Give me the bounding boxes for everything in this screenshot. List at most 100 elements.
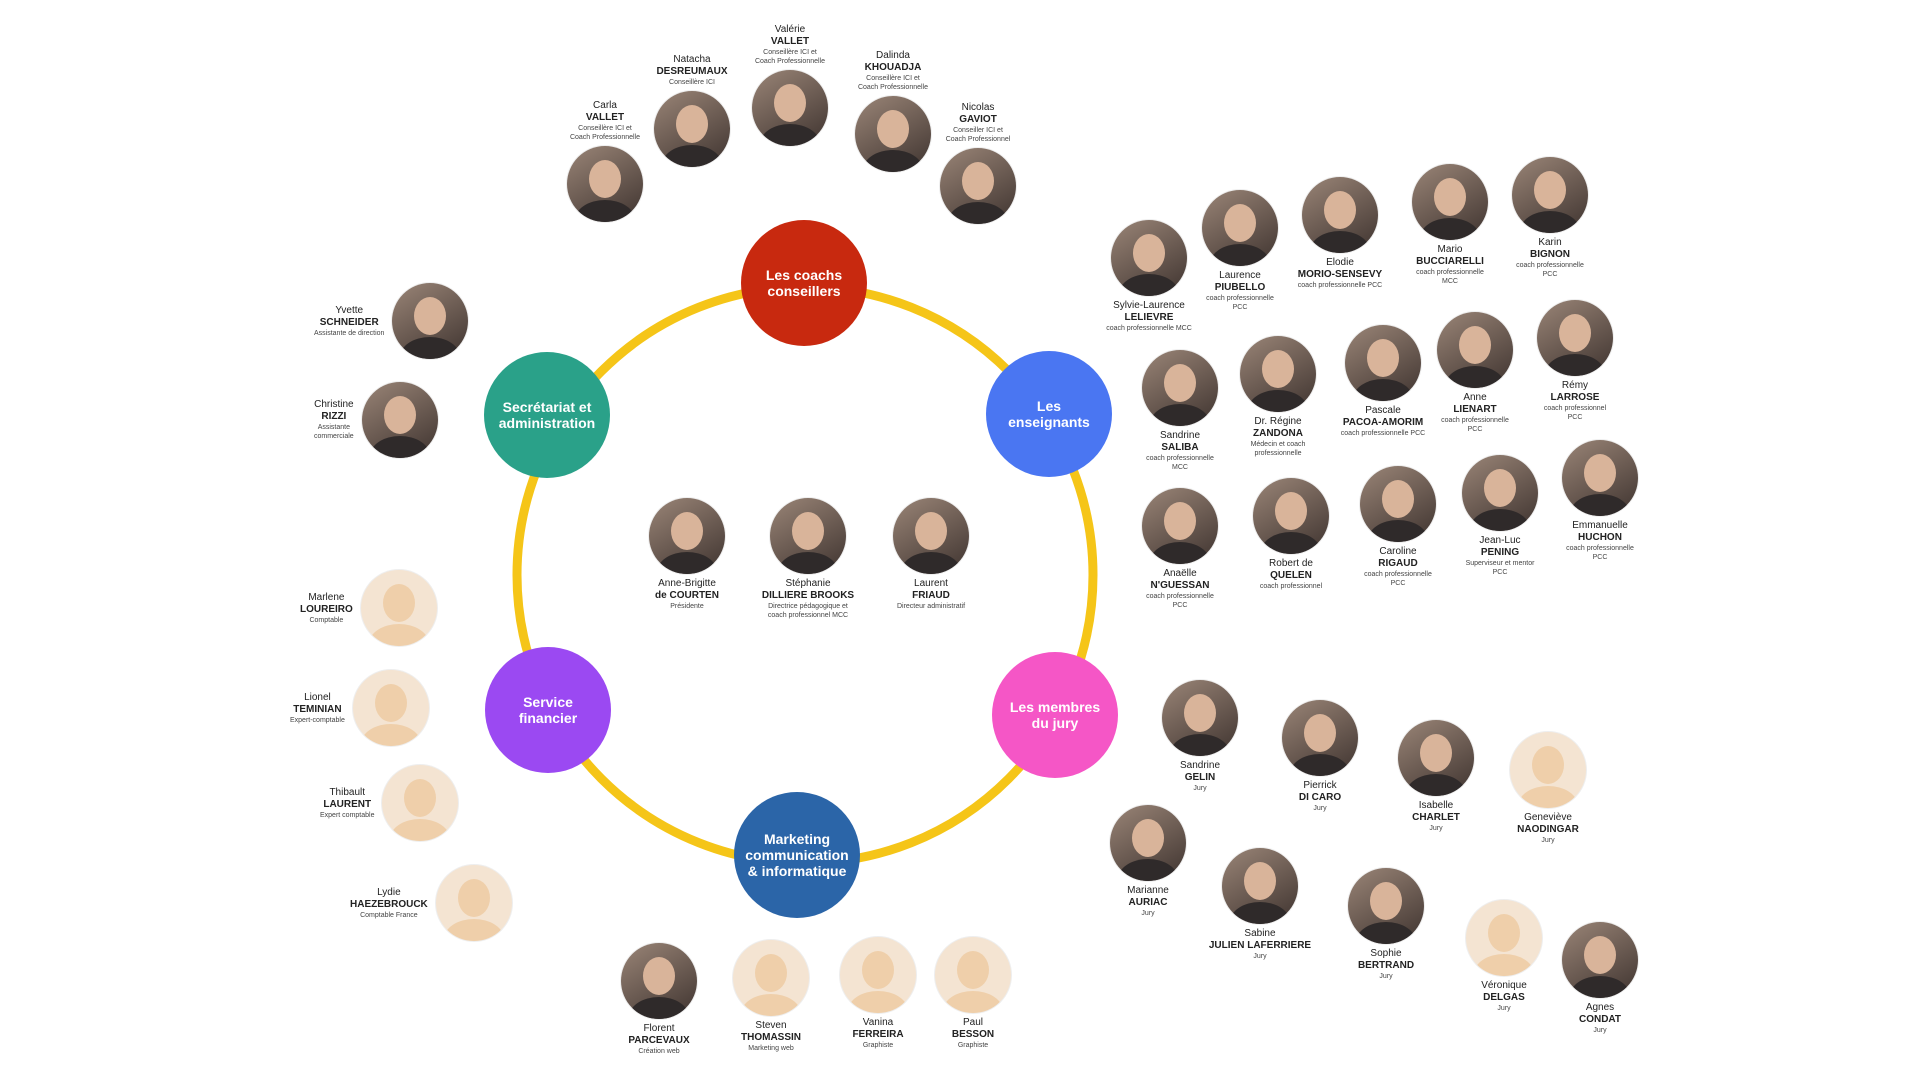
role: Jury — [1379, 973, 1393, 980]
avatar — [1348, 868, 1424, 944]
role: Conseillère ICI et Coach Professionnelle — [569, 125, 641, 141]
role: Conseiller ICI et Coach Professionnel — [945, 127, 1011, 143]
role: coach professionnelle PCC — [1340, 430, 1426, 437]
first-name: Pierrick — [1303, 780, 1337, 791]
last-name: LARROSE — [1550, 392, 1600, 403]
first-name: Sandrine — [1179, 760, 1221, 771]
first-name: Thibault — [329, 786, 366, 798]
last-name: CONDAT — [1578, 1014, 1622, 1025]
first-name: Vanina — [862, 1017, 894, 1028]
group-service-financier: Service financier — [485, 647, 611, 773]
avatar — [1111, 220, 1187, 296]
avatar — [1302, 177, 1378, 253]
role: coach professionnelle PCC — [1206, 295, 1274, 311]
last-name: AURIAC — [1128, 897, 1168, 908]
avatar — [1240, 336, 1316, 412]
avatar — [1398, 720, 1474, 796]
last-name: DELGAS — [1483, 992, 1525, 1003]
last-name: HAEZEBROUCK — [350, 898, 428, 910]
avatar — [382, 765, 459, 841]
avatar — [654, 91, 730, 167]
role: Jury — [1593, 1027, 1607, 1034]
role: coach professionnelle PCC — [1566, 545, 1634, 561]
avatar — [935, 937, 1011, 1013]
avatar — [649, 498, 725, 574]
avatar — [770, 498, 846, 574]
group-coachs-conseillers: Les coachs conseillers — [741, 220, 867, 346]
avatar — [855, 96, 931, 172]
role: Jury — [1141, 910, 1155, 917]
first-name: Karin — [1538, 237, 1562, 248]
role: coach professionnelle PCC — [1441, 417, 1509, 433]
last-name: de COURTEN — [655, 590, 719, 601]
avatar — [1537, 300, 1613, 376]
group-marketing-label: Marketing communication & informatique — [745, 830, 849, 880]
first-name: Carla — [593, 100, 617, 111]
avatar — [352, 670, 429, 746]
avatar — [1202, 190, 1278, 266]
last-name: RIGAUD — [1378, 558, 1418, 569]
last-name: GAVIOT — [959, 114, 997, 125]
avatar — [1466, 900, 1542, 976]
first-name: Isabelle — [1418, 800, 1454, 811]
role: Présidente — [670, 603, 704, 610]
role: Jury — [1313, 805, 1327, 812]
last-name: PIUBELLO — [1214, 282, 1266, 293]
last-name: VALLET — [585, 112, 625, 123]
last-name: LOUREIRO — [300, 603, 353, 615]
first-name: Steven — [755, 1020, 787, 1031]
avatar — [1412, 164, 1488, 240]
role: coach professionnel PCC — [1543, 405, 1607, 421]
group-enseignants: Les enseignants — [986, 351, 1112, 477]
last-name: BERTRAND — [1357, 960, 1415, 971]
last-name: HUCHON — [1578, 532, 1622, 543]
last-name: KHOUADJA — [864, 62, 922, 73]
last-name: MORIO-SENSEVY — [1297, 269, 1383, 280]
role: Expert comptable — [320, 811, 375, 819]
role: coach professionnelle MCC — [1146, 455, 1214, 471]
avatar — [893, 498, 969, 574]
avatar — [733, 940, 809, 1016]
first-name: Agnes — [1585, 1002, 1615, 1013]
last-name: GELIN — [1184, 772, 1216, 783]
last-name: SCHNEIDER — [319, 316, 379, 328]
avatar — [752, 70, 828, 146]
avatar — [567, 146, 643, 222]
avatar — [1162, 680, 1238, 756]
